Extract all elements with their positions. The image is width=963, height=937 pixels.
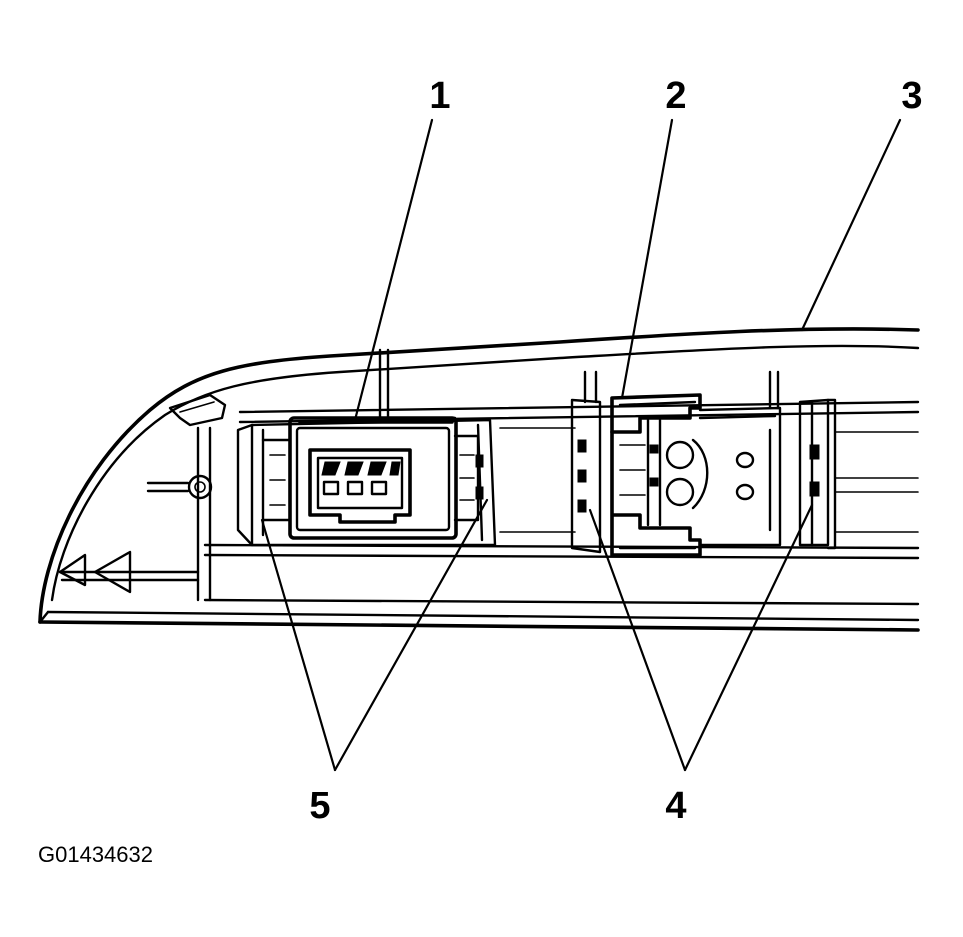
housing [38, 327, 920, 632]
callout-3: 3 [901, 75, 922, 117]
leader-2 [620, 118, 674, 400]
connector-1-assembly [236, 348, 497, 547]
connector-2-assembly [570, 370, 837, 557]
callout-4: 4 [665, 785, 686, 827]
leader-5b [333, 498, 489, 772]
callout-5: 5 [309, 785, 330, 827]
leader-4a [588, 508, 687, 772]
leader-5a [260, 518, 337, 772]
callout-2: 2 [665, 75, 686, 117]
figure-id: G01434632 [38, 842, 153, 867]
connector-pins [321, 461, 401, 496]
leader-4b [683, 503, 814, 772]
leader-3 [800, 118, 902, 332]
callout-1: 1 [429, 75, 450, 117]
inner-frame [203, 400, 920, 560]
left-fastener [58, 393, 227, 602]
leader-1 [353, 118, 434, 422]
leader-lines [260, 118, 902, 772]
